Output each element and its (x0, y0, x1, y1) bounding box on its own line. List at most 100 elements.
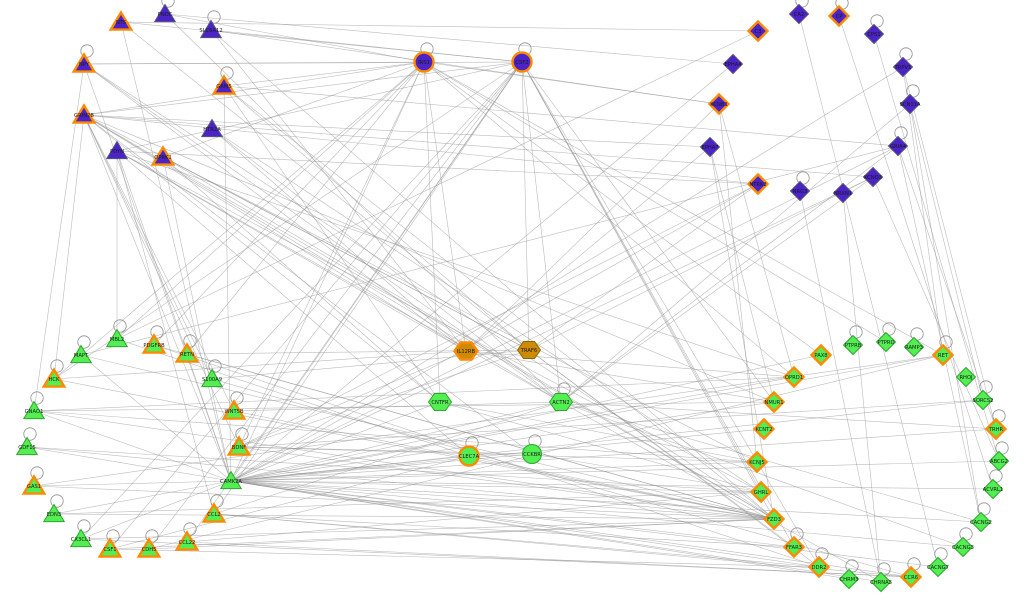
edge (718, 103, 758, 463)
edge (233, 410, 775, 520)
edge (528, 183, 759, 351)
node-FFAR3[interactable]: FFAR3 (782, 535, 806, 559)
edge (560, 401, 882, 583)
edge (230, 460, 1000, 482)
node-CACNG7[interactable]: CACNG7 (927, 556, 949, 578)
edge (223, 61, 425, 87)
edge (120, 21, 759, 32)
edge (83, 114, 775, 403)
node-shape (522, 444, 542, 464)
node-shape (746, 19, 770, 43)
node-EDN3[interactable]: EDN3 (42, 503, 66, 523)
node-CCL2[interactable]: CCL2 (201, 502, 227, 523)
node-OPRK1[interactable]: OPRK1 (150, 145, 176, 166)
edge (230, 376, 795, 482)
edge (230, 354, 944, 482)
edge (238, 446, 775, 520)
node-CNTFR[interactable]: CNTFR (427, 393, 453, 411)
node-NMUR1[interactable]: NMUR1 (762, 390, 786, 414)
node-NRXN1[interactable]: NRXN1 (832, 182, 854, 204)
node-shape (984, 417, 1008, 441)
node-PAX8[interactable]: PAX8 (809, 343, 833, 367)
node-CSF1[interactable]: CSF1 (97, 537, 123, 558)
edge (83, 61, 523, 116)
edge (223, 85, 530, 351)
node-ABCG2[interactable]: ABCG2 (988, 450, 1010, 472)
node-shape (427, 393, 453, 411)
node-NTS[interactable]: NTS (108, 10, 134, 31)
node-shape (827, 4, 851, 28)
node-IL12RB[interactable]: IL12RB (453, 341, 479, 361)
node-shape (782, 365, 806, 389)
node-shape (899, 93, 921, 115)
node-CX3CL1[interactable]: CX3CL1 (69, 528, 93, 548)
node-WNT5B[interactable]: WNT5B (221, 399, 247, 420)
node-CHRM3[interactable]: CHRM3 (838, 568, 860, 590)
edge (230, 401, 775, 482)
node-PTPRB[interactable]: PTPRB (842, 334, 864, 356)
node-NRG3[interactable]: NRG3 (789, 180, 811, 202)
node-TRHR[interactable]: TRHR (984, 417, 1008, 441)
edge (83, 61, 523, 65)
edge (116, 150, 232, 482)
edge (528, 176, 874, 351)
node-SCN11A[interactable]: SCN11A (899, 93, 921, 115)
edge (223, 85, 899, 147)
edge (423, 61, 822, 356)
node-RET[interactable]: RET (931, 343, 955, 367)
edge (33, 485, 775, 520)
edge (230, 480, 795, 548)
node-shape (842, 334, 864, 356)
edge (211, 128, 762, 493)
node-CP[interactable]: CP (827, 4, 851, 28)
node-ACVRL1[interactable]: ACVRL1 (983, 478, 1003, 500)
edge (211, 128, 467, 352)
edge (116, 150, 795, 378)
node-PNOC[interactable]: PNOC (153, 3, 177, 23)
node-TRPV1[interactable]: TRPV1 (892, 56, 914, 78)
edge (230, 480, 882, 583)
node-OPRD1[interactable]: OPRD1 (782, 365, 806, 389)
node-MBL2[interactable]: MBL2 (105, 328, 129, 348)
node-CCL22[interactable]: CCL22 (174, 530, 200, 551)
edge (230, 61, 523, 482)
node-CLEC7A[interactable]: CLEC7A (458, 445, 480, 467)
node-PTPRO[interactable]: PTPRO (875, 331, 897, 353)
edge (213, 61, 523, 515)
node-shape (200, 368, 224, 388)
node-GDF15[interactable]: GDF15 (15, 436, 39, 456)
node-CA2[interactable]: CA2 (788, 3, 810, 25)
node-GNAO1[interactable]: GNAO1 (22, 400, 46, 420)
node-IRS1[interactable]: IRS1 (413, 51, 435, 73)
node-CPS1[interactable]: CPS1 (863, 23, 885, 45)
node-shape (69, 528, 93, 548)
node-EPHA7[interactable]: EPHA7 (699, 136, 721, 158)
edge (186, 61, 425, 355)
node-PDYN[interactable]: PDYN (105, 140, 129, 160)
node-HCK[interactable]: HCK (41, 367, 67, 388)
node-CACNG2[interactable]: CACNG2 (970, 511, 992, 533)
node-shape (722, 53, 744, 75)
node-NPY[interactable]: NPY (71, 52, 97, 73)
node-RAMP3[interactable]: RAMP3 (903, 336, 925, 358)
node-layer: NTSPNOCSLC6A12NPYGRM5GRIN2BHTR2APDYNOPRK… (15, 3, 1010, 593)
node-shape (899, 565, 923, 589)
node-C3[interactable]: C3 (746, 19, 770, 43)
edge (109, 548, 820, 568)
node-EPHA4[interactable]: EPHA4 (722, 53, 744, 75)
node-shape (832, 182, 854, 204)
node-CCR6[interactable]: CCR6 (899, 565, 923, 589)
node-shape (41, 367, 67, 388)
edge (53, 480, 232, 515)
node-shape (862, 166, 884, 188)
node-CACNG3[interactable]: CACNG3 (952, 536, 974, 558)
node-NTRK2[interactable]: NTRK2 (746, 172, 770, 196)
node-GHRL[interactable]: GHRL (749, 480, 773, 504)
edge (33, 410, 758, 463)
node-MAPT[interactable]: MAPT (69, 344, 93, 364)
node-CSF2[interactable]: CSF2 (511, 51, 533, 73)
node-CCKBR[interactable]: CCKBR (522, 444, 542, 464)
edge (162, 156, 775, 520)
edge (560, 401, 997, 430)
